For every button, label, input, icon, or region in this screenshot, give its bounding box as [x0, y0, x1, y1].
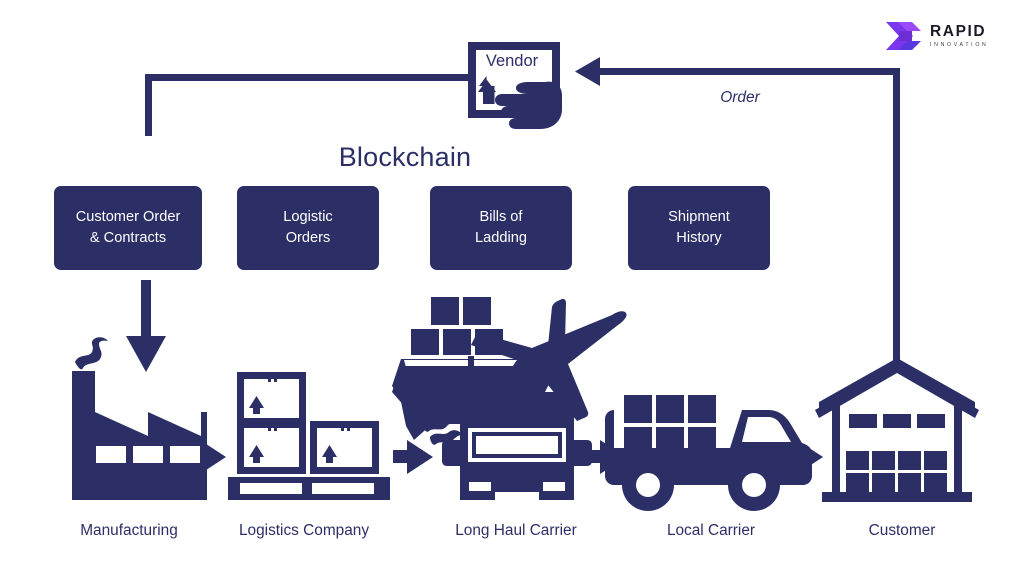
brand-wordmark: RAPID INNOVATION	[930, 24, 989, 48]
logistics-to-longhaul-arrow	[393, 440, 433, 474]
longhaul-to-local-arrow	[586, 440, 626, 474]
stage-label-customer: Customer	[868, 522, 936, 539]
ledger-to-manufacturing-arrow	[126, 280, 166, 372]
ledger-box-customer-order[interactable]: Customer Order & Contracts	[54, 186, 202, 270]
stage-label-manufacturing: Manufacturing	[80, 522, 178, 539]
pallet-boxes-icon	[228, 372, 390, 500]
rapid-chevron-logo-icon	[886, 22, 921, 50]
stage-label-local-carrier: Local Carrier	[666, 522, 756, 539]
stage-label-long-haul-carrier: Long Haul Carrier	[455, 522, 577, 539]
brand-name: RAPID	[930, 23, 987, 41]
ledger-box-logistic-orders[interactable]: Logistic Orders	[237, 186, 379, 270]
stage-label-logistics-company: Logistics Company	[238, 522, 370, 539]
ledger-box-bills-of-ladding[interactable]: Bills of Ladding	[430, 186, 572, 270]
vendor-to-ledger-connector	[145, 74, 470, 136]
ledger-box-shipment-history[interactable]: Shipment History	[628, 186, 770, 270]
delivery-truck-icon	[605, 395, 812, 511]
brand-tagline: INNOVATION	[930, 41, 989, 48]
factory-icon	[72, 337, 207, 500]
order-flow-label: Order	[720, 89, 760, 106]
blockchain-title: Blockchain	[338, 142, 472, 172]
manufacturing-to-logistics-arrow	[186, 440, 226, 474]
local-to-customer-arrow	[783, 440, 823, 474]
ship-plane-truck-icon	[392, 297, 627, 500]
brand-logo: RAPID INNOVATION	[884, 16, 1004, 56]
vendor-label: Vendor	[485, 52, 539, 70]
warehouse-icon	[815, 358, 979, 502]
